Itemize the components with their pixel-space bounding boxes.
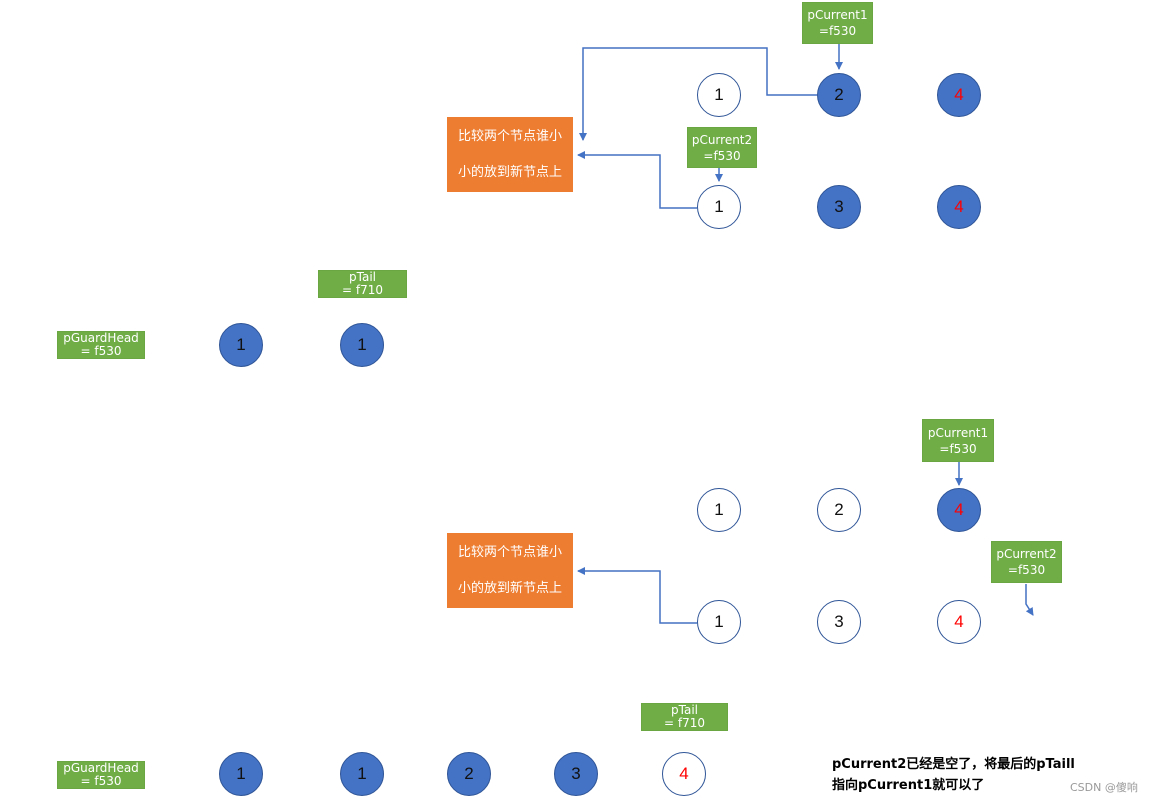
ptail2-value: = f710 xyxy=(664,716,705,730)
list1b-node-3: 4 xyxy=(937,488,981,532)
result2-node-3: 2 xyxy=(447,752,491,796)
compare-line2: 小的放到新节点上 xyxy=(457,164,562,180)
compare2-line2: 小的放到新节点上 xyxy=(457,580,562,596)
pguardhead-name: pGuardHead xyxy=(63,331,139,345)
explanation-note: pCurrent2已经是空了，将最后的pTaill 指向pCurrent1就可以… xyxy=(832,754,1075,796)
pcurrent1b-label: pCurrent1 =f530 xyxy=(922,419,994,462)
pcurrent1-label: pCurrent1 =f530 xyxy=(802,2,873,44)
pcurrent1-value: =f530 xyxy=(818,24,857,38)
pguardhead-label: pGuardHead = f530 xyxy=(57,331,145,359)
result2-node-4: 3 xyxy=(554,752,598,796)
compare-line1: 比较两个节点谁小 xyxy=(457,128,562,144)
pguardhead-value: = f530 xyxy=(80,344,122,358)
pcurrent1-name: pCurrent1 xyxy=(807,8,868,22)
arrow-list2b-to-compare xyxy=(577,567,697,624)
result-node-2: 1 xyxy=(340,323,384,367)
ptail-name: pTail xyxy=(349,270,376,284)
arrow-list2-to-compare xyxy=(577,151,697,209)
pcurrent1b-name: pCurrent1 xyxy=(927,425,989,440)
pguardhead2-name: pGuardHead xyxy=(63,761,139,775)
pcurrent2-value: =f530 xyxy=(703,148,741,163)
result2-node-2: 1 xyxy=(340,752,384,796)
ptail2-name: pTail xyxy=(671,703,698,717)
arrow-pcurrent2b-to-null xyxy=(1025,584,1034,616)
list2b-node-3: 4 xyxy=(937,600,981,644)
list2-node-1: 1 xyxy=(697,185,741,229)
result-node-1: 1 xyxy=(219,323,263,367)
ptail2-label: pTail = f710 xyxy=(641,703,728,731)
list1b-node-2: 2 xyxy=(817,488,861,532)
ptail-value: = f710 xyxy=(342,283,383,297)
compare-box-2: 比较两个节点谁小 小的放到新节点上 xyxy=(447,533,573,608)
note-line2: 指向pCurrent1就可以了 xyxy=(832,778,985,793)
result2-node-5: 4 xyxy=(662,752,706,796)
list2b-node-1: 1 xyxy=(697,600,741,644)
compare2-line1: 比较两个节点谁小 xyxy=(457,544,562,560)
pcurrent2-name: pCurrent2 xyxy=(691,132,753,147)
pcurrent2b-label: pCurrent2 =f530 xyxy=(991,541,1062,583)
watermark: CSDN @傻响 xyxy=(1070,781,1138,794)
pcurrent2-label: pCurrent2 =f530 xyxy=(687,127,757,168)
note-line1: pCurrent2已经是空了，将最后的pTaill xyxy=(832,757,1075,772)
pcurrent2b-name: pCurrent2 xyxy=(996,547,1057,561)
compare-box: 比较两个节点谁小 小的放到新节点上 xyxy=(447,117,573,192)
pcurrent1b-value: =f530 xyxy=(939,441,977,456)
list1b-node-1: 1 xyxy=(697,488,741,532)
ptail-label: pTail = f710 xyxy=(318,270,407,298)
pguardhead2-value: = f530 xyxy=(80,774,122,788)
list1-node-2: 2 xyxy=(817,73,861,117)
pguardhead2-label: pGuardHead = f530 xyxy=(57,761,145,789)
pcurrent2b-value: =f530 xyxy=(1007,563,1046,577)
list1-node-1: 1 xyxy=(697,73,741,117)
list2-node-2: 3 xyxy=(817,185,861,229)
list1-node-3: 4 xyxy=(937,73,981,117)
list2b-node-2: 3 xyxy=(817,600,861,644)
result2-node-1: 1 xyxy=(219,752,263,796)
list2-node-3: 4 xyxy=(937,185,981,229)
